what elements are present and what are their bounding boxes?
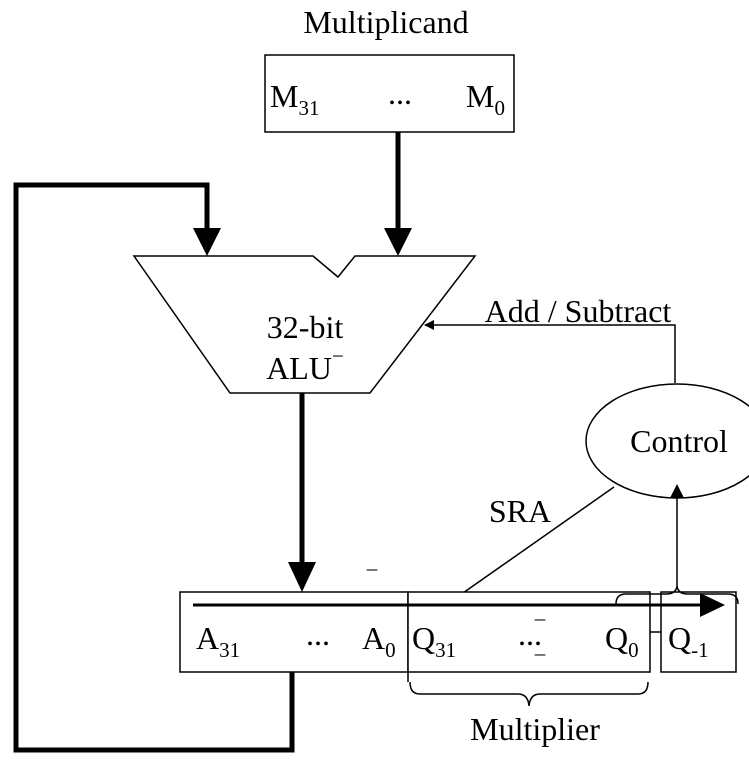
stray-mark: – <box>534 641 546 665</box>
add-subtract-label: Add / Subtract <box>485 293 672 329</box>
register-q-lsb: Q0 <box>605 620 639 662</box>
register-a-lsb: A0 <box>362 620 396 662</box>
feedback-to-alu-arrowhead <box>193 228 221 256</box>
register-a-msb: A31 <box>196 620 240 662</box>
feedback-loop-bus <box>13 182 295 753</box>
register-q-msb: Q31 <box>412 620 456 662</box>
alu-to-register-arrowhead <box>288 562 316 592</box>
multiplicand-lsb: M0 <box>466 78 505 120</box>
alu-label-line2: ALU− <box>266 344 344 386</box>
multiplicand-title: Multiplicand <box>303 4 468 40</box>
register-a-dots: ... <box>306 616 330 652</box>
alu-32-bit <box>132 255 477 394</box>
shift-right-arrowhead <box>700 593 725 617</box>
brace-to-control-arrowhead <box>670 484 684 498</box>
multiplicand-register <box>264 54 515 133</box>
alu-label-line1: 32-bit <box>267 309 344 345</box>
add-subtract-control-line <box>424 320 676 383</box>
control-label: Control <box>630 423 728 459</box>
multiplicand-dots: ... <box>388 75 412 111</box>
multiplicand-to-alu-arrowhead <box>384 228 412 256</box>
multiplier-brace <box>409 681 649 707</box>
stray-mark: – <box>366 556 378 580</box>
multiplicand-msb: M31 <box>270 78 319 120</box>
sra-control-line <box>452 486 615 601</box>
multiplier-label: Multiplier <box>470 711 600 747</box>
sra-label: SRA <box>489 493 551 529</box>
register-q-minus-1-label: Q-1 <box>668 620 709 662</box>
register-q-dots: ... <box>518 616 542 652</box>
stray-mark: – <box>534 606 546 630</box>
